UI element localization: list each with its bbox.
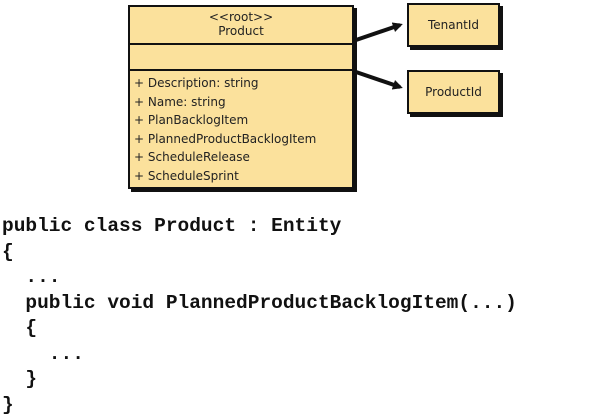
operation-item: + PlanBacklogItem <box>134 113 249 127</box>
operation-item: + PlannedProductBacklogItem <box>134 131 317 146</box>
operation-item: + ScheduleRelease <box>134 150 250 164</box>
productid-box: ProductId <box>407 70 500 114</box>
code-line: ... <box>2 342 84 365</box>
code-line: } <box>2 368 38 390</box>
code-line: public class Product : Entity <box>2 215 342 237</box>
class-operations-compartment: + Description: string + Name: string + P… <box>130 71 352 185</box>
code-line: } <box>2 393 14 416</box>
tenantid-box: TenantId <box>407 3 500 47</box>
class-name: Product <box>218 24 264 38</box>
tenantid-label: TenantId <box>427 18 480 32</box>
arrow-to-tenantid <box>355 22 403 42</box>
arrow-to-productid <box>355 70 403 90</box>
class-header: <<root>> Product <box>130 7 352 45</box>
class-attributes-compartment <box>130 45 352 71</box>
uml-diagram: <<root>> Product + Description: string +… <box>0 0 600 200</box>
productid-label: ProductId <box>425 85 482 99</box>
code-line: ... <box>2 266 61 288</box>
operation-item: + Name: string <box>134 94 226 109</box>
operation-item: + ScheduleSprint <box>134 168 239 183</box>
code-line: { <box>2 240 14 263</box>
operation-item: + Description: string <box>134 76 259 90</box>
product-class-box: <<root>> Product + Description: string +… <box>128 5 354 189</box>
code-line: public void PlannedProductBacklogItem(..… <box>2 291 517 314</box>
class-stereotype: <<root>> <box>208 10 274 24</box>
association-arrows <box>355 22 403 90</box>
code-block: public class Product : Entity { ... publi… <box>2 214 517 418</box>
code-line: { <box>2 317 38 339</box>
